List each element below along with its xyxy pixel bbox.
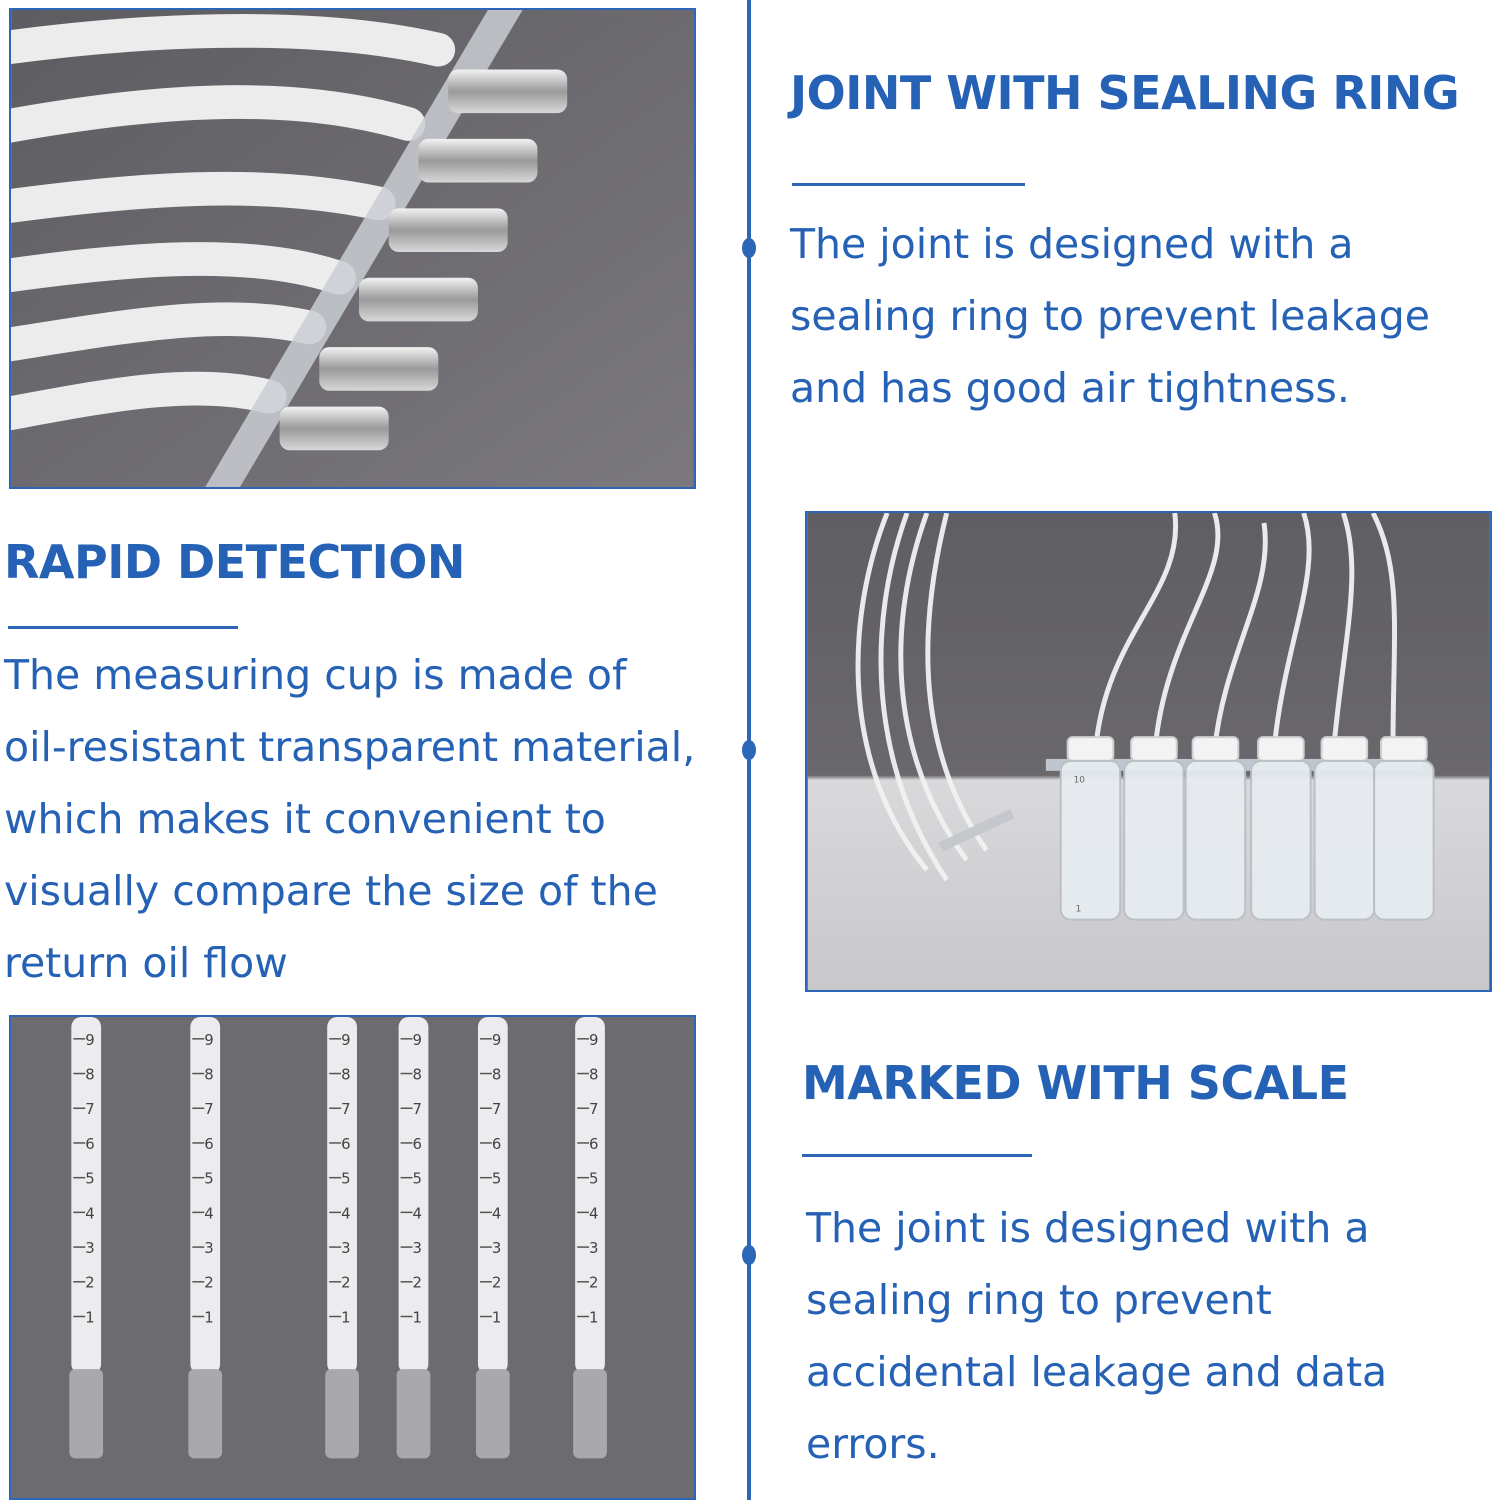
tube-scale-mark: 9 xyxy=(341,1031,350,1049)
rapid-title-underline xyxy=(8,626,238,629)
tube-scale-mark: 2 xyxy=(589,1274,598,1292)
tube-scale-mark: 2 xyxy=(413,1274,422,1292)
timeline-dot-3 xyxy=(742,1245,756,1265)
tube-scale-mark: 6 xyxy=(492,1135,501,1153)
tube-scale-mark: 1 xyxy=(589,1308,598,1326)
text-line: The joint is designed with a xyxy=(790,220,1354,268)
tube-scale-mark: 5 xyxy=(413,1170,422,1188)
tube-scale-mark: 6 xyxy=(204,1135,213,1153)
text-line: sealing ring to prevent leakage xyxy=(790,292,1430,340)
text-line: visually compare the size of the xyxy=(4,867,658,915)
tube-scale-mark: 9 xyxy=(204,1031,213,1049)
joint-section-description: The joint is designed with a sealing rin… xyxy=(790,208,1430,424)
tube-scale-mark: 3 xyxy=(413,1239,422,1257)
joint-section-title: JOINT WITH SEALING RING xyxy=(790,66,1460,120)
tube-scale-mark: 5 xyxy=(589,1170,598,1188)
text-line: The measuring cup is made of xyxy=(4,651,627,699)
text-line: which makes it convenient to xyxy=(4,795,606,843)
graduated-tube: 9 8 7 6 5 4 3 2 1 xyxy=(69,1017,104,1459)
tube-scale-mark: 8 xyxy=(204,1065,213,1083)
tube-scale-mark: 5 xyxy=(204,1170,213,1188)
rapid-section-description: The measuring cup is made of oil-resista… xyxy=(4,639,695,999)
text-line: oil-resistant transparent material, xyxy=(4,723,696,771)
bottle-scale-top: 10 xyxy=(1074,776,1086,786)
tube-scale-mark: 7 xyxy=(341,1100,350,1118)
graduated-tube: 9 8 7 6 5 4 3 2 1 xyxy=(325,1017,359,1459)
tube-scale-mark: 4 xyxy=(85,1204,94,1222)
tube-scale-mark: 2 xyxy=(85,1274,94,1292)
timeline-dot-1 xyxy=(742,238,756,258)
text-line: errors. xyxy=(806,1420,940,1468)
graduated-tube: 9 8 7 6 5 4 3 2 1 xyxy=(188,1017,223,1459)
tube-scale-mark: 7 xyxy=(413,1100,422,1118)
tube-scale-mark: 8 xyxy=(85,1065,94,1083)
scale-section-title: MARKED WITH SCALE xyxy=(802,1056,1349,1110)
tube-scale-mark: 6 xyxy=(85,1135,94,1153)
joint-title-underline xyxy=(792,183,1025,186)
tube-scale-mark: 6 xyxy=(341,1135,350,1153)
tube-scale-mark: 1 xyxy=(492,1308,501,1326)
scale-title-underline xyxy=(802,1154,1032,1157)
measuring-bottles-photo: 10 1 xyxy=(805,511,1492,992)
tube-scale-mark: 7 xyxy=(589,1100,598,1118)
graduated-tube: 9 8 7 6 5 4 3 2 1 xyxy=(475,1017,510,1459)
bottle-scale-bottom: 1 xyxy=(1076,905,1082,915)
graduated-tubes-photo: 9 8 7 6 5 4 3 2 1 9 8 7 6 5 4 3 2 1 9 8 7 6 5 4 3 2 1 9 8 7 6 5 4 3 2 1 9 8 7 6… xyxy=(9,1015,696,1500)
tube-scale-mark: 9 xyxy=(85,1031,94,1049)
tube-scale-mark: 8 xyxy=(413,1065,422,1083)
tube-scale-mark: 1 xyxy=(85,1308,94,1326)
tube-scale-mark: 3 xyxy=(341,1239,350,1257)
text-line: The joint is designed with a xyxy=(806,1204,1370,1252)
tube-scale-mark: 8 xyxy=(492,1065,501,1083)
tube-scale-mark: 8 xyxy=(589,1065,598,1083)
text-line: accidental leakage and data xyxy=(806,1348,1388,1396)
tube-scale-mark: 3 xyxy=(204,1239,213,1257)
text-line: return oil flow xyxy=(4,939,288,987)
tube-scale-mark: 4 xyxy=(492,1204,501,1222)
tube-scale-mark: 2 xyxy=(341,1274,350,1292)
tube-scale-mark: 7 xyxy=(85,1100,94,1118)
tube-scale-mark: 9 xyxy=(589,1031,598,1049)
scale-section-description: The joint is designed with a sealing rin… xyxy=(806,1192,1387,1480)
text-line: and has good air tightness. xyxy=(790,364,1350,412)
graduated-tube: 9 8 7 6 5 4 3 2 1 xyxy=(573,1017,607,1459)
tube-scale-mark: 9 xyxy=(492,1031,501,1049)
tube-scale-mark: 6 xyxy=(413,1135,422,1153)
tube-scale-mark: 4 xyxy=(341,1204,350,1222)
tube-scale-mark: 2 xyxy=(492,1274,501,1292)
tube-scale-mark: 3 xyxy=(589,1239,598,1257)
tube-scale-mark: 3 xyxy=(85,1239,94,1257)
graduated-tube: 9 8 7 6 5 4 3 2 1 xyxy=(396,1017,431,1459)
text-line: sealing ring to prevent xyxy=(806,1276,1272,1324)
tube-scale-mark: 3 xyxy=(492,1239,501,1257)
tube-scale-mark: 8 xyxy=(341,1065,350,1083)
tube-scale-mark: 4 xyxy=(204,1204,213,1222)
timeline-dot-2 xyxy=(742,740,756,760)
tube-scale-mark: 1 xyxy=(204,1308,213,1326)
tube-scale-mark: 7 xyxy=(204,1100,213,1118)
connector-plate-photo xyxy=(9,8,696,489)
tube-scale-mark: 5 xyxy=(85,1170,94,1188)
tube-scale-mark: 7 xyxy=(492,1100,501,1118)
tube-scale-mark: 1 xyxy=(413,1308,422,1326)
tube-scale-mark: 5 xyxy=(341,1170,350,1188)
tube-scale-mark: 5 xyxy=(492,1170,501,1188)
tube-scale-mark: 4 xyxy=(413,1204,422,1222)
rapid-section-title: RAPID DETECTION xyxy=(4,535,465,589)
tube-scale-mark: 4 xyxy=(589,1204,598,1222)
tube-scale-mark: 6 xyxy=(589,1135,598,1153)
tube-scale-mark: 9 xyxy=(413,1031,422,1049)
tube-scale-mark: 1 xyxy=(341,1308,350,1326)
tube-scale-mark: 2 xyxy=(204,1274,213,1292)
